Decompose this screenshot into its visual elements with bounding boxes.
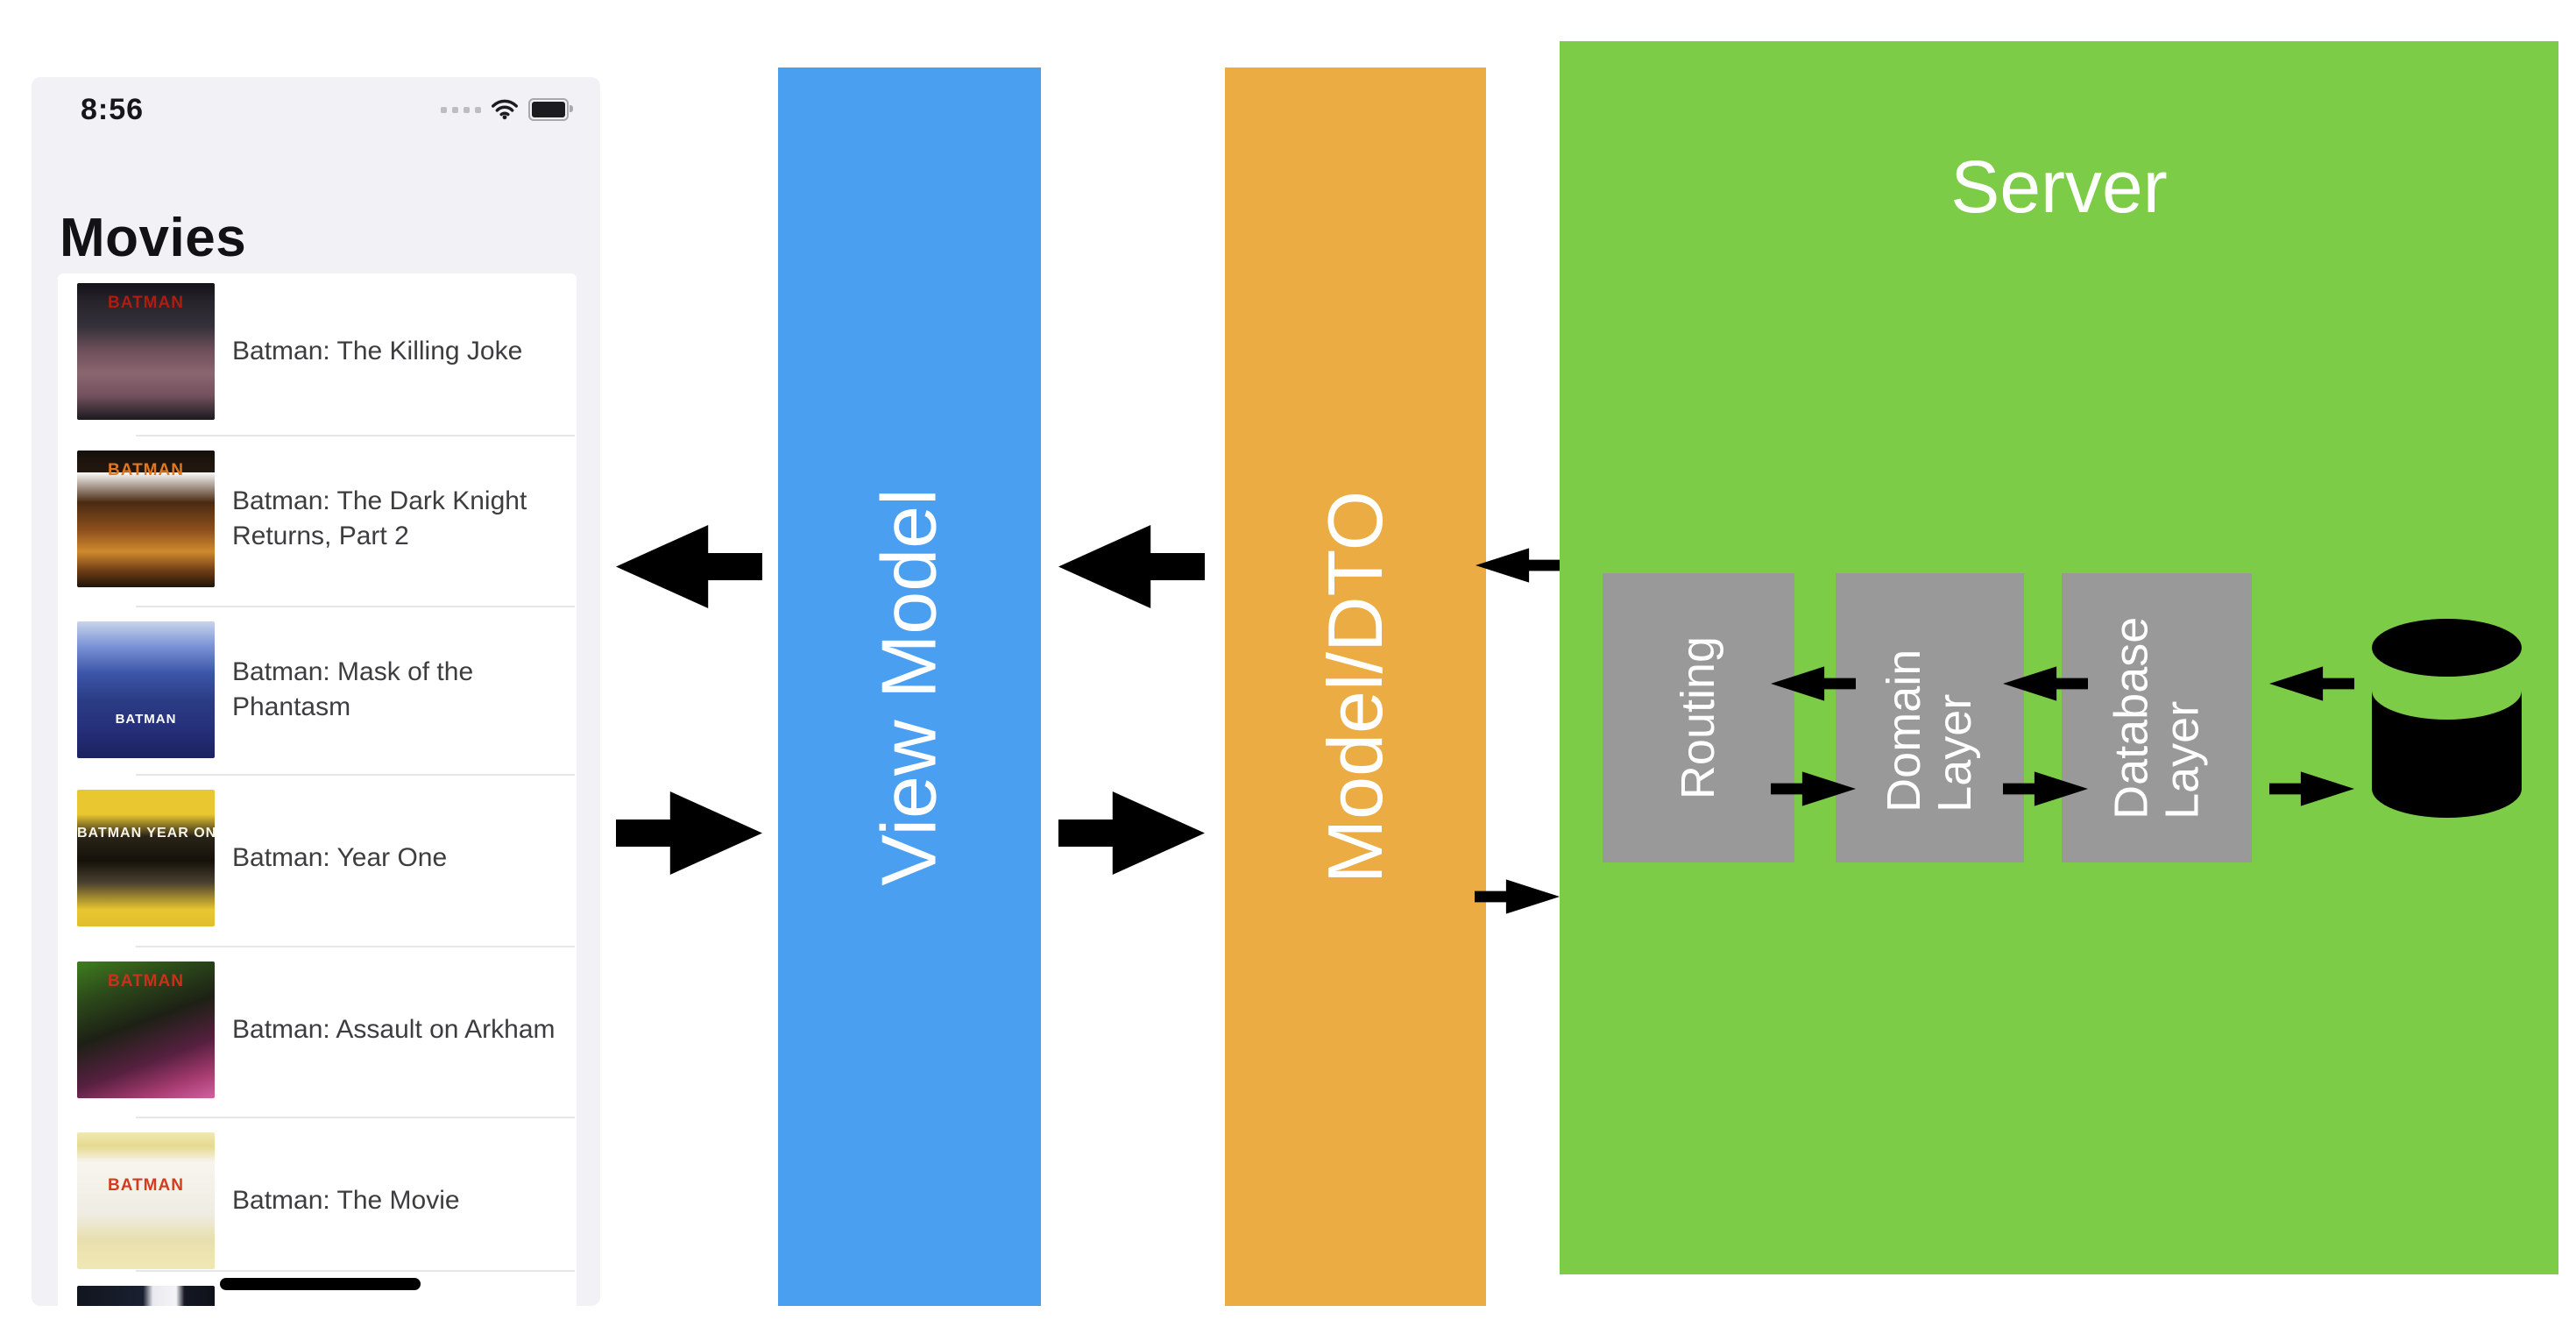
arrow-right-icon [2269, 771, 2354, 806]
server-label: Server [1950, 145, 2168, 228]
domain-layer-label: Domain Layer [1878, 649, 1982, 812]
poster-title-text: BATMAN [108, 1175, 184, 1195]
movie-poster: BATMAN [77, 283, 215, 420]
iphone-screenshot: 8:56 Movies BATMAN Batman: The Killing J… [32, 77, 600, 1306]
poster-title-text: BATMAN YEAR ONE [77, 825, 215, 841]
home-indicator[interactable] [220, 1278, 421, 1290]
wifi-icon [492, 99, 518, 120]
movie-title: Batman: The Killing Joke [232, 336, 523, 365]
list-item[interactable]: BATMAN YEAR ONE Batman: Year One [58, 790, 577, 939]
arrow-right-icon [1475, 879, 1560, 914]
movie-title: Batman: Assault on Arkham [232, 1014, 556, 1044]
poster-title-text: BATMAN [115, 711, 177, 727]
domain-layer-box: Domain Layer [1836, 573, 2024, 862]
arrow-left-icon [616, 524, 762, 609]
movie-title: Batman: Year One [232, 842, 448, 872]
status-icons [441, 98, 573, 121]
poster-title-text: BATMAN [108, 972, 184, 991]
view-model-label: View Model [866, 487, 952, 886]
poster-title-text: BATMAN [108, 461, 184, 480]
movie-title: Batman: The Dark Knight Returns, Part 2 [232, 486, 527, 551]
row-divider [136, 1270, 575, 1272]
movie-poster: BATMAN [77, 1132, 215, 1269]
arrow-left-icon [2269, 666, 2354, 701]
page-title: Movies [60, 208, 247, 268]
arrow-left-icon [1476, 548, 1560, 583]
status-bar: 8:56 [32, 77, 600, 138]
list-item[interactable]: BATMAN Batman: The Killing Joke [58, 283, 577, 432]
status-time: 8:56 [81, 93, 145, 126]
arrow-left-icon [1058, 524, 1205, 609]
list-item[interactable]: BATMAN Batman: Mask of the Phantasm [58, 621, 577, 770]
model-dto-label: Model/DTO [1312, 490, 1399, 883]
poster-title-text: BATMAN [108, 294, 184, 313]
row-divider [136, 1117, 575, 1118]
model-dto-layer: Model/DTO [1225, 67, 1486, 1306]
cellular-signal-icon [441, 106, 481, 113]
battery-icon [528, 98, 573, 121]
movie-list: BATMAN Batman: The Killing Joke BATMAN B… [58, 273, 577, 1306]
routing-label: Routing [1672, 635, 1725, 800]
arrow-right-icon [616, 791, 762, 876]
list-item[interactable]: BATMAN Batman: Assault on Arkham [58, 961, 577, 1110]
database-layer-label: Database Layer [2105, 616, 2209, 820]
row-divider [136, 946, 575, 947]
row-divider [136, 435, 575, 436]
movie-poster: BATMAN [77, 621, 215, 758]
view-model-layer: View Model [778, 67, 1041, 1306]
row-divider [136, 774, 575, 776]
movie-title: Batman: The Movie [232, 1185, 460, 1215]
movie-poster: BATMAN [77, 451, 215, 587]
movie-poster: BATMAN [77, 961, 215, 1098]
list-item[interactable]: BATMAN Batman: The Movie [58, 1132, 577, 1281]
database-layer-box: Database Layer [2062, 573, 2252, 862]
list-item[interactable] [58, 1286, 577, 1306]
database-cylinder-icon [2372, 619, 2522, 818]
arrow-right-icon [1058, 791, 1205, 876]
server-layer: Server Routing Domain Layer Database Lay… [1560, 41, 2558, 1274]
movie-title: Batman: Mask of the Phantasm [232, 656, 474, 722]
movie-poster: BATMAN YEAR ONE [77, 790, 215, 926]
movie-poster [77, 1286, 215, 1306]
row-divider [136, 606, 575, 607]
routing-box: Routing [1603, 573, 1794, 862]
list-item[interactable]: BATMAN Batman: The Dark Knight Returns, … [58, 451, 577, 600]
